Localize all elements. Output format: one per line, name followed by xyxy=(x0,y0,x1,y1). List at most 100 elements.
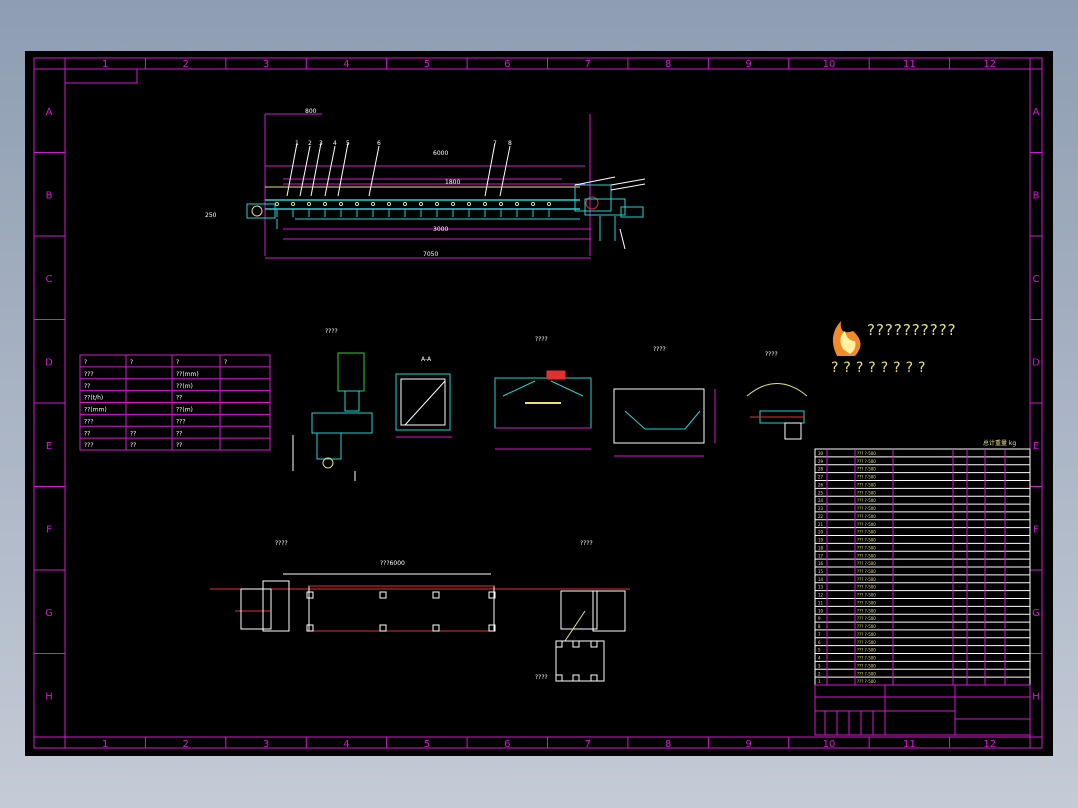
return-frame xyxy=(613,388,705,444)
plan-head xyxy=(560,590,598,630)
column-label-bottom: 7 xyxy=(585,739,591,750)
part-number: 26 xyxy=(818,482,824,487)
drive-leader xyxy=(564,610,586,642)
part-description: ??? ?-500 xyxy=(857,593,876,598)
idler-roller xyxy=(450,201,456,207)
leader-line xyxy=(499,145,511,197)
idler-roller xyxy=(498,201,504,207)
row-label-right: F xyxy=(1033,524,1039,535)
part-description: ??? ?-500 xyxy=(857,506,876,511)
logo-title: ?????????? xyxy=(867,321,957,339)
idler-roller xyxy=(546,201,552,207)
leader-line xyxy=(324,145,336,197)
part-number: 11 xyxy=(818,600,824,605)
part-description: ??? ?-500 xyxy=(857,490,876,495)
part-number: 14 xyxy=(818,577,824,582)
part-description: ??? ?-500 xyxy=(857,569,876,574)
part-number: 20 xyxy=(818,530,824,535)
part-number: 22 xyxy=(818,514,824,519)
spec-cell: ? xyxy=(130,359,133,366)
head-pulley xyxy=(585,196,599,210)
leader-line xyxy=(299,145,311,197)
item-number: 3 xyxy=(319,140,323,147)
base-node xyxy=(555,640,563,648)
return-roller xyxy=(684,410,701,430)
part-description: ??? ?-500 xyxy=(857,585,876,590)
item-number: 8 xyxy=(508,140,512,147)
part-number: 8 xyxy=(818,624,821,629)
part-description: ??? ?-500 xyxy=(857,451,876,456)
idler-roller xyxy=(482,201,488,207)
column-label-top: 5 xyxy=(424,59,430,70)
base-node xyxy=(555,674,563,682)
part-number: 17 xyxy=(818,553,824,558)
row-label-left: F xyxy=(46,524,52,535)
part-description: ??? ?-500 xyxy=(857,608,876,613)
view-label: ???? xyxy=(580,540,593,547)
coupling xyxy=(344,390,360,412)
leader-line xyxy=(368,145,380,197)
column-label-bottom: 5 xyxy=(424,739,430,750)
wing-roller xyxy=(550,380,584,397)
drive-frame xyxy=(584,198,626,216)
part-number: 1 xyxy=(818,679,821,684)
part-description: ??? ?-500 xyxy=(857,656,876,661)
part-number: 5 xyxy=(818,648,821,653)
column-label-top: 12 xyxy=(983,59,996,70)
plan-drive xyxy=(592,590,626,632)
column-label-top: 10 xyxy=(823,59,836,70)
part-description: ??? ?-500 xyxy=(857,459,876,464)
part-description: ??? ?-500 xyxy=(857,561,876,566)
head-chute xyxy=(574,184,612,212)
spec-cell: ? xyxy=(224,359,227,366)
row-label-left: G xyxy=(45,608,53,619)
part-description: ??? ?-500 xyxy=(857,663,876,668)
view-label: ???? xyxy=(765,351,778,358)
plan-leg-node xyxy=(432,591,440,599)
dim-text: 1800 xyxy=(445,179,460,186)
column-label-bottom: 6 xyxy=(504,739,510,750)
item-number: 2 xyxy=(308,140,312,147)
item-number: 4 xyxy=(333,140,337,147)
spec-cell: ??(t/h) xyxy=(84,395,103,402)
spec-cell: ?? xyxy=(130,430,136,437)
chute-inner xyxy=(400,378,446,426)
leader-line xyxy=(484,142,496,197)
leader-line xyxy=(337,142,349,197)
parts-header: 总计重量 kg xyxy=(983,439,1016,447)
column-label-bottom: 12 xyxy=(983,739,996,750)
spec-cell: ?? xyxy=(84,383,90,390)
part-number: 24 xyxy=(818,498,824,503)
spec-cell: ??(mm) xyxy=(84,407,107,414)
part-description: ??? ?-500 xyxy=(857,482,876,487)
part-number: 30 xyxy=(818,451,824,456)
plan-leg-node xyxy=(488,624,496,632)
plan-leg-node xyxy=(306,624,314,632)
idler-roller xyxy=(322,201,328,207)
part-number: 27 xyxy=(818,475,824,480)
plan-frame xyxy=(308,585,495,632)
return-roller xyxy=(624,410,646,430)
belt-curve xyxy=(746,383,808,397)
idler-roller xyxy=(354,201,360,207)
part-description: ??? ?-500 xyxy=(857,467,876,472)
logo-subtitle: ???????? xyxy=(831,360,931,376)
idler-roller xyxy=(514,201,520,207)
part-number: 18 xyxy=(818,545,824,550)
idler-roller xyxy=(338,201,344,207)
spec-cell: ??(m) xyxy=(176,407,193,414)
column-label-bottom: 4 xyxy=(343,739,349,750)
plan-leg-node xyxy=(488,591,496,599)
part-number: 10 xyxy=(818,608,824,613)
item-number: 1 xyxy=(295,140,299,147)
spec-cell: ?? xyxy=(130,442,136,449)
part-number: 21 xyxy=(818,522,824,527)
plan-drive-base xyxy=(555,640,605,682)
view-label: ???? xyxy=(275,540,288,547)
part-number: 15 xyxy=(818,569,824,574)
part-description: ??? ?-500 xyxy=(857,616,876,621)
title-block xyxy=(814,684,1031,736)
column-label-top: 7 xyxy=(585,59,591,70)
part-description: ??? ?-500 xyxy=(857,545,876,550)
